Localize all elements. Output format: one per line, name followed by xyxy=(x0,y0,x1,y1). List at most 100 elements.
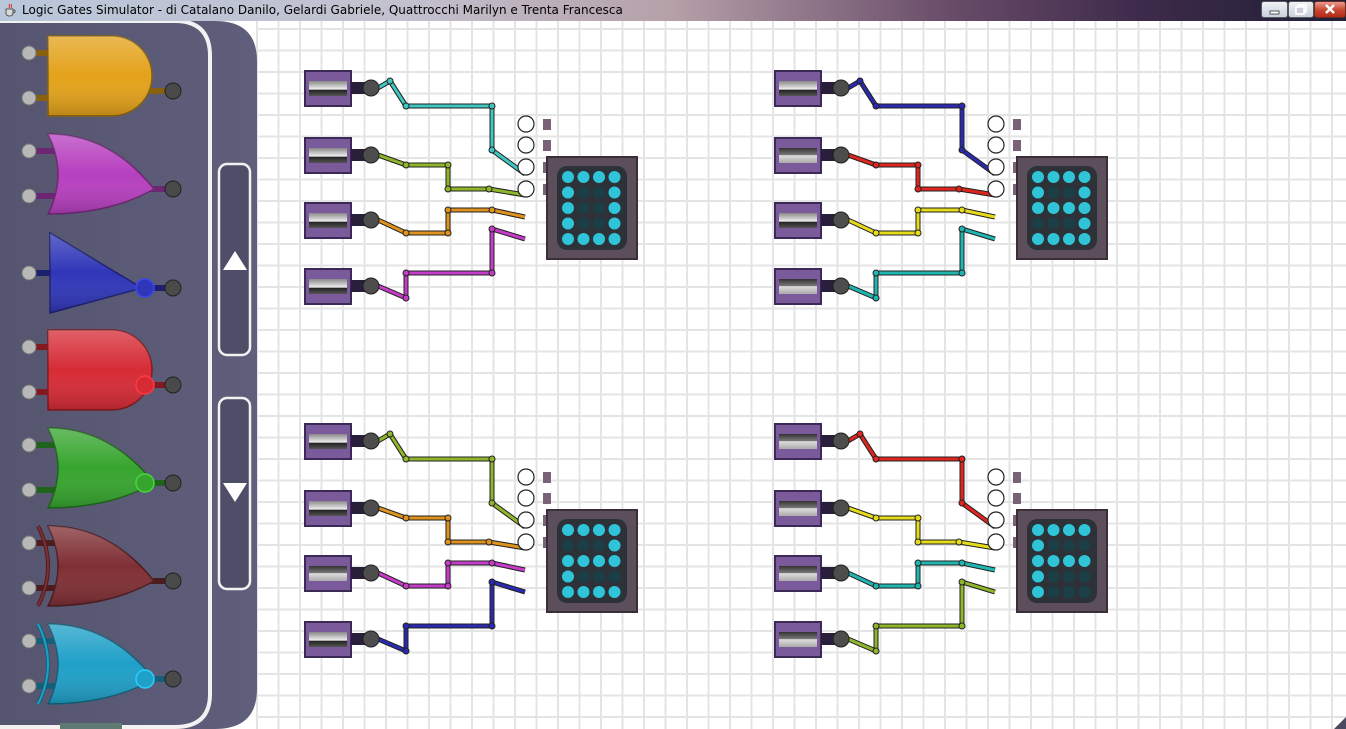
window-title: Logic Gates Simulator - di Catalano Dani… xyxy=(22,3,623,17)
input-switch[interactable] xyxy=(774,137,850,174)
wire xyxy=(377,227,526,300)
led xyxy=(1032,586,1044,598)
led xyxy=(1078,217,1091,230)
led xyxy=(1032,570,1044,583)
input-switch[interactable] xyxy=(774,423,850,460)
wire xyxy=(847,153,996,197)
led xyxy=(1078,570,1091,583)
led xyxy=(562,524,574,536)
input-switch[interactable] xyxy=(774,70,850,107)
palette-gate-and[interactable] xyxy=(21,35,182,117)
led xyxy=(1047,570,1060,583)
circuit-4 xyxy=(774,423,1108,658)
led xyxy=(1047,217,1060,230)
wire xyxy=(377,561,526,588)
circuit-1 xyxy=(304,70,638,305)
led xyxy=(608,570,621,583)
led xyxy=(593,186,605,199)
led xyxy=(1063,539,1075,552)
led xyxy=(608,233,621,245)
input-switch[interactable] xyxy=(774,555,850,592)
input-switch[interactable] xyxy=(304,621,380,658)
maximize-icon xyxy=(1295,4,1307,15)
led xyxy=(562,570,574,583)
input-switch[interactable] xyxy=(774,268,850,305)
led xyxy=(562,171,574,183)
input-switch[interactable] xyxy=(304,268,380,305)
led xyxy=(593,570,605,583)
palette-gate-xor[interactable] xyxy=(21,623,182,705)
led xyxy=(1032,524,1044,536)
display-input-pin[interactable] xyxy=(987,511,1005,529)
palette-gate-xnor[interactable] xyxy=(21,525,182,607)
led xyxy=(593,171,605,183)
led xyxy=(1047,233,1060,245)
display-input-pin[interactable] xyxy=(517,158,535,176)
circuit-2 xyxy=(774,70,1108,305)
led xyxy=(608,217,621,230)
led xyxy=(1032,555,1044,567)
led xyxy=(562,233,574,245)
circuit-3 xyxy=(304,423,638,658)
scroll-up-button[interactable] xyxy=(217,162,252,357)
workspace[interactable] xyxy=(0,21,1346,729)
input-switch[interactable] xyxy=(774,621,850,658)
led xyxy=(1047,171,1060,183)
led xyxy=(593,217,605,230)
input-switch[interactable] xyxy=(304,70,380,107)
led xyxy=(1032,233,1044,245)
led xyxy=(593,202,605,214)
java-cup-icon xyxy=(5,3,16,17)
led xyxy=(1032,217,1044,230)
led xyxy=(1047,202,1060,214)
led xyxy=(608,202,621,214)
maximize-button[interactable] xyxy=(1288,1,1314,18)
led xyxy=(1063,171,1075,183)
led xyxy=(577,202,590,214)
title-bar: Logic Gates Simulator - di Catalano Dani… xyxy=(0,0,1346,21)
palette-gate-or[interactable] xyxy=(21,133,182,215)
display-input-pin[interactable] xyxy=(517,533,535,551)
display-input-pin[interactable] xyxy=(987,180,1005,198)
display-input-pin[interactable] xyxy=(987,468,1005,486)
close-button[interactable] xyxy=(1314,1,1346,18)
led xyxy=(1078,202,1091,214)
display-input-pin[interactable] xyxy=(987,533,1005,551)
led xyxy=(1063,186,1075,199)
display-input-pin[interactable] xyxy=(987,115,1005,133)
display-input-pin[interactable] xyxy=(517,115,535,133)
input-switch[interactable] xyxy=(304,555,380,592)
led xyxy=(1063,217,1075,230)
display-input-pin[interactable] xyxy=(517,180,535,198)
scroll-down-button[interactable] xyxy=(217,396,252,591)
led xyxy=(1063,570,1075,583)
display-input-pin[interactable] xyxy=(517,136,535,154)
input-switch[interactable] xyxy=(304,423,380,460)
led xyxy=(593,524,605,536)
display-input-pin[interactable] xyxy=(987,158,1005,176)
palette-gate-nand[interactable] xyxy=(21,329,182,411)
close-icon xyxy=(1325,4,1335,14)
display-input-pin[interactable] xyxy=(517,468,535,486)
led xyxy=(608,539,621,552)
display-input-pin[interactable] xyxy=(517,489,535,507)
led xyxy=(562,539,574,552)
display-input-pin[interactable] xyxy=(517,511,535,529)
minimize-button[interactable] xyxy=(1261,1,1288,18)
led xyxy=(608,555,621,567)
display-input-pin[interactable] xyxy=(987,489,1005,507)
led xyxy=(1063,202,1075,214)
palette-gates xyxy=(21,35,182,705)
led xyxy=(562,186,574,199)
input-switch[interactable] xyxy=(774,490,850,527)
input-switch[interactable] xyxy=(774,202,850,239)
led xyxy=(1078,539,1091,552)
palette-gate-not[interactable] xyxy=(21,231,182,314)
input-switch[interactable] xyxy=(304,137,380,174)
led xyxy=(1047,555,1060,567)
input-switch[interactable] xyxy=(304,202,380,239)
led xyxy=(593,555,605,567)
input-switch[interactable] xyxy=(304,490,380,527)
palette-gate-nor[interactable] xyxy=(21,427,182,509)
display-input-pin[interactable] xyxy=(987,136,1005,154)
